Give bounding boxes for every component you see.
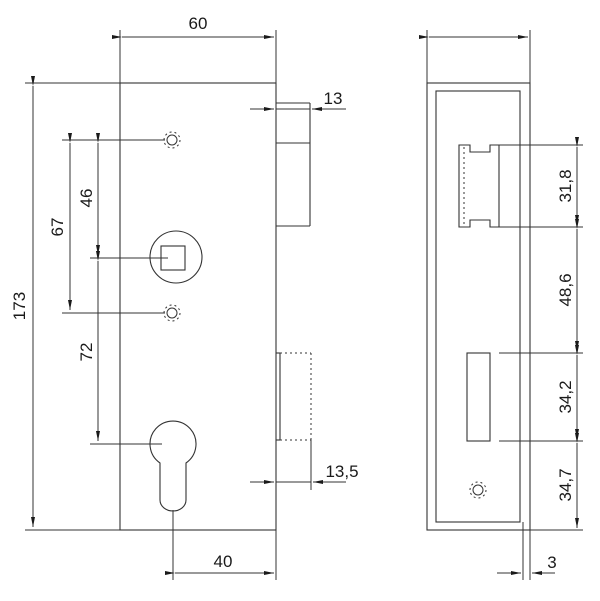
- dimension-backset: 40: [165, 510, 274, 580]
- dimension-faceplate-thickness-label: 3: [547, 553, 556, 572]
- dimension-latch-projection: 13,5: [250, 440, 359, 580]
- dimension-faceplate-thickness: 3: [497, 553, 557, 575]
- dimension-spindle-to-cylinder: 72: [77, 251, 100, 441]
- fixing-hole-side: [469, 481, 487, 499]
- fixing-hole-top: [163, 131, 181, 149]
- dimension-hole-to-spindle-label: 46: [77, 189, 96, 208]
- dimension-bolt-projection: 13: [250, 89, 346, 111]
- dimension-hole-to-spindle: 46: [77, 133, 100, 255]
- latch-bolt: [276, 352, 312, 441]
- fixing-hole-middle: [163, 304, 181, 322]
- dimension-backset-label: 40: [214, 552, 233, 571]
- dimension-latch-to-bottom-label: 34,7: [556, 468, 575, 501]
- dimension-bolt-to-latch-label: 48,6: [556, 273, 575, 306]
- dimension-bolt-projection-label: 13: [324, 89, 343, 108]
- euro-cylinder-cutout: [149, 420, 197, 512]
- dimension-hole-spacing: 67: [48, 133, 72, 310]
- dimension-bolt-height: 31,8: [556, 137, 579, 225]
- dimension-bolt-height-label: 31,8: [556, 169, 575, 202]
- latch-side: [466, 352, 583, 442]
- dimension-bolt-to-latch: 48,6: [556, 219, 579, 351]
- lock-body-outline: [119, 82, 277, 531]
- deadbolt-side: [458, 144, 583, 228]
- dimension-hole-spacing-label: 67: [48, 218, 67, 237]
- dimension-spindle-to-cylinder-label: 72: [77, 343, 96, 362]
- spindle-follower: [149, 230, 203, 284]
- dimension-height: 173: [10, 76, 120, 531]
- dimension-width: 60: [112, 14, 277, 83]
- dimension-width-label: 60: [189, 14, 208, 33]
- faceplate-inner: [435, 90, 521, 523]
- front-view: 60 173 67 46 72: [10, 14, 359, 580]
- dimension-latch-to-bottom: 34,7: [556, 433, 579, 528]
- faceplate-outer: [426, 82, 531, 531]
- dimension-side-width: [419, 30, 531, 83]
- dimension-latch-height-label: 34,2: [556, 380, 575, 413]
- dimension-height-label: 173: [10, 292, 29, 320]
- dimension-latch-height: 34,2: [556, 345, 579, 439]
- dimension-latch-projection-label: 13,5: [325, 462, 358, 481]
- deadbolt: [276, 102, 311, 227]
- side-view: 31,8 48,6 34,2 34,7 3: [419, 30, 583, 580]
